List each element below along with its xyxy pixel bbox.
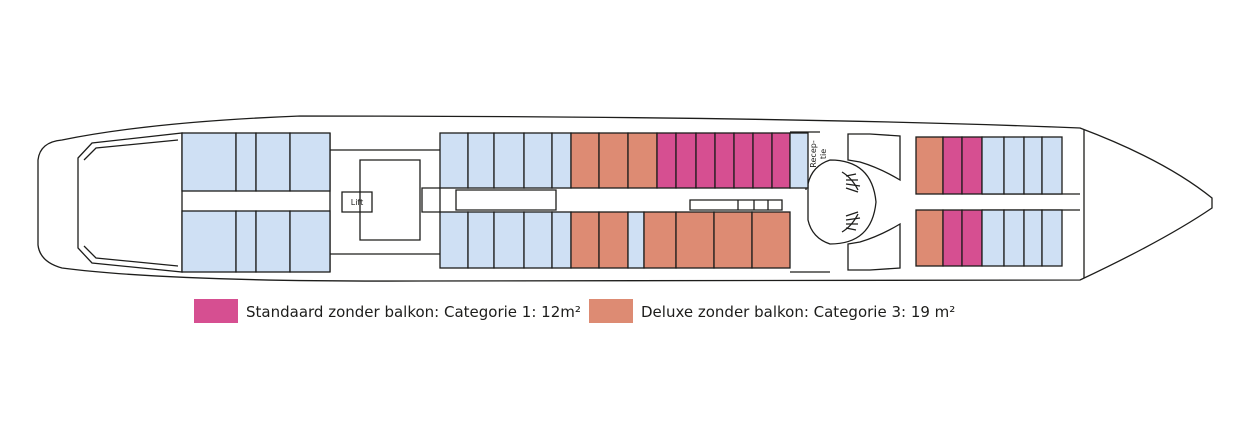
cabin-mid-bottom-2 bbox=[493, 211, 525, 269]
cabin-fore-bottom-3 bbox=[981, 209, 1005, 267]
cabin-fore-top-0 bbox=[915, 136, 944, 195]
cabin-fore-bottom-1 bbox=[942, 209, 963, 267]
cabin-mid-bottom-5 bbox=[570, 211, 600, 269]
ship-hull bbox=[37, 115, 1213, 282]
legend: Standaard zonder balkon: Categorie 1: 12… bbox=[194, 299, 955, 323]
cabin-mid-bottom-7 bbox=[627, 211, 645, 269]
cabin-mid-top-5 bbox=[570, 132, 600, 189]
cabin-mid-top-14 bbox=[771, 132, 791, 189]
cabin-mid-top-6 bbox=[598, 132, 629, 189]
cabin-aft-top-2 bbox=[255, 132, 291, 192]
cabin-fore-top-6 bbox=[1041, 136, 1063, 195]
cabin-mid-bottom-6 bbox=[598, 211, 629, 269]
cabin-mid-bottom-8 bbox=[643, 211, 677, 269]
cabin-mid-top-11 bbox=[714, 132, 735, 189]
cabin-aft-bottom-0 bbox=[181, 210, 237, 273]
cabin-mid-bottom-3 bbox=[523, 211, 553, 269]
lift-label: Lift bbox=[351, 198, 364, 207]
cabin-mid-top-1 bbox=[467, 132, 495, 189]
cabin-mid-top-0 bbox=[439, 132, 469, 189]
cabin-grid bbox=[181, 132, 1063, 273]
cabin-fore-bottom-6 bbox=[1041, 209, 1063, 267]
cabin-mid-bottom-1 bbox=[467, 211, 495, 269]
legend-swatch-standard bbox=[194, 299, 238, 323]
cabin-fore-top-1 bbox=[942, 136, 963, 195]
cabin-fore-top-3 bbox=[981, 136, 1005, 195]
cabin-fore-top-4 bbox=[1003, 136, 1025, 195]
rotunda-staircase bbox=[807, 159, 877, 245]
cabin-mid-top-12 bbox=[733, 132, 754, 189]
cabin-fore-bottom-4 bbox=[1003, 209, 1025, 267]
cabin-fore-bottom-0 bbox=[915, 209, 944, 267]
legend-label-standard: Standaard zonder balkon: Categorie 1: 12… bbox=[246, 303, 581, 321]
cabin-mid-top-7 bbox=[627, 132, 658, 189]
cabin-aft-top-3 bbox=[289, 132, 331, 192]
cabin-mid-top-13 bbox=[752, 132, 773, 189]
cabin-mid-top-8 bbox=[656, 132, 677, 189]
cabin-mid-top-2 bbox=[493, 132, 525, 189]
legend-label-deluxe: Deluxe zonder balkon: Categorie 3: 19 m² bbox=[641, 303, 955, 321]
legend-swatch-deluxe bbox=[589, 299, 633, 323]
cabin-fore-bottom-2 bbox=[961, 209, 983, 267]
cabin-aft-bottom-1 bbox=[235, 210, 257, 273]
reception-desk bbox=[789, 132, 809, 189]
cabin-mid-top-9 bbox=[675, 132, 697, 189]
cabin-mid-bottom-4 bbox=[551, 211, 572, 269]
cabin-mid-bottom-11 bbox=[751, 211, 791, 269]
cabin-aft-bottom-2 bbox=[255, 210, 291, 273]
cabin-aft-bottom-3 bbox=[289, 210, 331, 273]
cabin-aft-top-0 bbox=[181, 132, 237, 192]
cabin-mid-top-10 bbox=[695, 132, 716, 189]
cabin-mid-bottom-9 bbox=[675, 211, 715, 269]
cabin-mid-bottom-10 bbox=[713, 211, 753, 269]
interior-walls bbox=[77, 130, 1085, 278]
cabin-mid-top-4 bbox=[551, 132, 572, 189]
cabin-fore-top-5 bbox=[1023, 136, 1043, 195]
reception-label-line1: Recep- bbox=[809, 140, 818, 168]
cabin-aft-top-1 bbox=[235, 132, 257, 192]
reception-label-line2: tie bbox=[819, 149, 828, 159]
cabin-mid-top-3 bbox=[523, 132, 553, 189]
cabin-fore-bottom-5 bbox=[1023, 209, 1043, 267]
cabin-mid-bottom-0 bbox=[439, 211, 469, 269]
cabin-fore-top-2 bbox=[961, 136, 983, 195]
